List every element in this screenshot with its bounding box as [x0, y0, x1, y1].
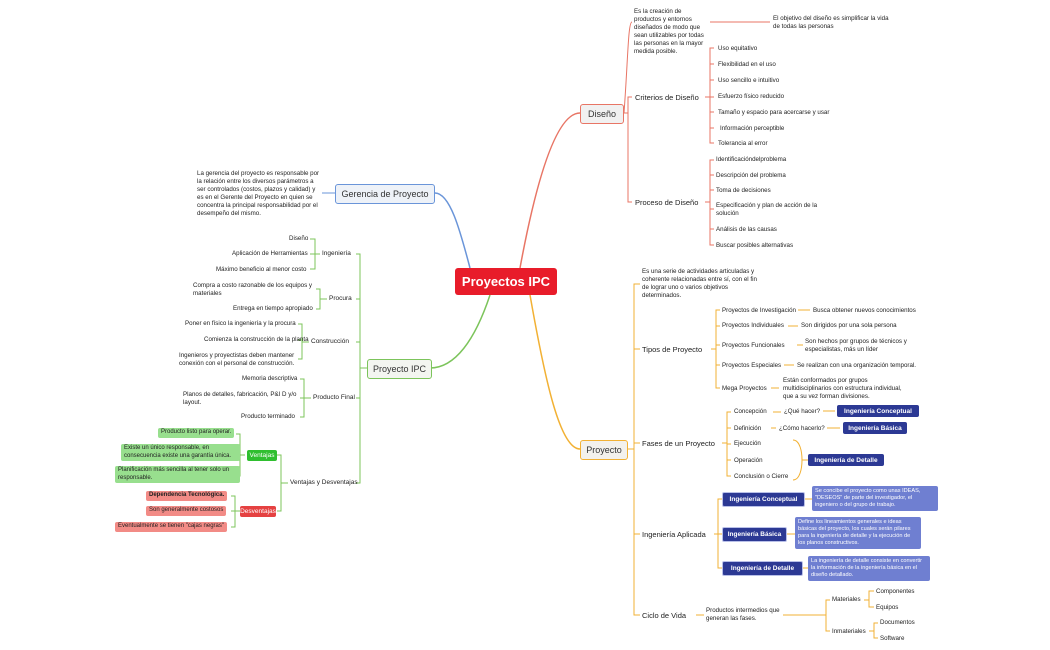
branch-gerencia[interactable]: Gerencia de Proyecto	[335, 184, 435, 204]
gerencia-desc: La gerencia del proyecto es responsable …	[197, 170, 320, 217]
fase-operacion: Operación	[734, 457, 763, 464]
ingenieria-conceptual-tag[interactable]: Ingeniería Conceptual	[837, 405, 919, 417]
tipo-proyecto-desc: Se realizan con una organización tempora…	[797, 362, 917, 369]
criterio-item: Esfuerzo físico reducido	[718, 93, 785, 100]
tipo-proyecto-desc: Busca obtener nuevos conocimientos	[813, 307, 916, 314]
tipo-proyecto-name: Proyectos Individuales	[722, 322, 784, 329]
ventajas-tag[interactable]: Ventajas	[247, 450, 277, 461]
branch-diseno[interactable]: Diseño	[580, 104, 624, 124]
procura-item: Compra a costo razonable de los equipos …	[193, 282, 313, 297]
ipc-ingenieria[interactable]: Ingeniería	[322, 250, 351, 257]
fase-definicion-question: ¿Cómo hacerlo?	[779, 425, 825, 432]
aplicada-conceptual-desc: Se concibe el proyecto como unas IDEAS, …	[812, 486, 938, 511]
ciclo-equipos: Equipos	[876, 604, 899, 611]
criterio-item: Flexibilidad en el uso	[718, 61, 776, 68]
tipo-proyecto-name: Mega Proyectos	[722, 385, 767, 392]
ingenieria-item: Aplicación de Herramientas	[232, 250, 308, 257]
criterio-item: Uso equitativo	[718, 45, 758, 52]
proceso-diseno[interactable]: Proceso de Diseño	[635, 198, 699, 207]
branch-proyecto[interactable]: Proyecto	[580, 440, 628, 460]
proyecto-intro: Es una serie de actividades articuladas …	[642, 268, 757, 299]
criterio-item: Uso sencillo e intuitivo	[718, 77, 780, 84]
fase-ejecucion: Ejecución	[734, 440, 761, 447]
ventaja-item: Planificación más sencilla al tener solo…	[115, 466, 240, 483]
proceso-item: Análisis de las causas	[716, 226, 777, 233]
tipo-proyecto-desc: Son dirigidos por una sola persona	[801, 322, 897, 329]
ciclo-vida[interactable]: Ciclo de Vida	[642, 611, 687, 620]
central-topic[interactable]: Proyectos IPC	[455, 268, 557, 295]
tipo-proyecto-name: Proyectos Funcionales	[722, 342, 785, 349]
ventaja-item: Producto listo para operar.	[158, 428, 235, 438]
ingenieria-item: Máximo beneficio al menor costo	[216, 266, 307, 273]
ciclo-software: Software	[880, 635, 905, 642]
criterio-item: Tamaño y espacio para acercarse y usar	[718, 109, 830, 116]
tipo-proyecto-desc: Están conformados por grupos multidiscip…	[783, 377, 902, 400]
producto-final-item: Producto terminado	[241, 413, 295, 420]
ipc-producto-final[interactable]: Producto Final	[313, 394, 355, 401]
ingenieria-detalle-tag[interactable]: Ingeniería de Detalle	[808, 454, 884, 466]
ingenieria-basica-tag[interactable]: Ingeniería Básica	[843, 422, 907, 434]
desventajas-tag[interactable]: Desventajas	[240, 506, 276, 517]
ciclo-documentos: Documentos	[880, 619, 915, 626]
branch-proyecto-ipc[interactable]: Proyecto IPC	[367, 359, 432, 379]
fase-concepcion-question: ¿Qué hacer?	[784, 408, 821, 415]
tipo-proyecto-desc: Son hechos por grupos de técnicos y espe…	[805, 338, 907, 353]
desventaja-item: Dependencia Tecnológica.	[146, 491, 228, 501]
tipo-proyecto-name: Proyectos de Investigación	[722, 307, 796, 314]
construccion-item: Ingenieros y proyectistas deben mantener…	[179, 352, 295, 367]
construccion-item: Comienza la construcción de la planta	[204, 336, 309, 343]
desventaja-item: Eventualmente se tienen "cajas negras"	[115, 522, 227, 532]
proceso-item: Toma de decisiones	[716, 187, 771, 194]
criterios-diseno[interactable]: Criterios de Diseño	[635, 93, 699, 102]
proceso-item: Especificación y plan de acción de la so…	[716, 202, 818, 217]
criterio-item: Información perceptible	[720, 125, 785, 132]
desventaja-item: Son generalmente costosos	[146, 506, 227, 516]
tipos-proyecto[interactable]: Tipos de Proyecto	[642, 345, 703, 354]
fases-proyecto[interactable]: Fases de un Proyecto	[642, 439, 715, 448]
criterio-item: Tolerancia al error	[718, 140, 768, 147]
aplicada-detalle-tag[interactable]: Ingeniería de Detalle	[722, 561, 803, 576]
ipc-procura[interactable]: Procura	[329, 295, 352, 302]
diseno-intro: Es la creación de productos y entornos d…	[634, 8, 704, 55]
aplicada-basica-tag[interactable]: Ingeniería Básica	[722, 527, 787, 542]
aplicada-detalle-desc: La ingeniería de detalle consiste en con…	[808, 556, 930, 581]
procura-item: Entrega en tiempo apropiado	[233, 305, 313, 312]
tipo-proyecto-name: Proyectos Especiales	[722, 362, 782, 369]
ciclo-inmateriales: Inmateriales	[832, 628, 866, 635]
ipc-ventajas-desventajas[interactable]: Ventajas y Desventajas	[290, 479, 358, 486]
producto-final-item: Memoria descriptiva	[242, 375, 298, 382]
aplicada-conceptual-tag[interactable]: Ingeniería Conceptual	[722, 492, 805, 507]
ingenieria-aplicada[interactable]: Ingeniería Aplicada	[642, 530, 706, 539]
producto-final-item: Planos de detalles, fabricación, P&I D y…	[183, 391, 297, 406]
proceso-item: Buscar posibles alternativas	[716, 242, 794, 249]
proceso-item: Descripción del problema	[716, 172, 786, 179]
ipc-construccion[interactable]: Construcción	[311, 338, 349, 345]
fase-conclusion: Conclusión o Cierre	[734, 473, 789, 480]
ciclo-componentes: Componentes	[876, 588, 915, 595]
fase-definicion: Definición	[734, 425, 762, 432]
ciclo-materiales: Materiales	[832, 596, 861, 603]
ciclo-desc: Productos intermedios que generan las fa…	[706, 607, 780, 622]
aplicada-basica-desc: Define los lineamientos generales e idea…	[795, 517, 921, 549]
construccion-item: Poner en físico la ingeniería y la procu…	[185, 320, 296, 327]
fase-concepcion: Concepción	[734, 408, 767, 415]
diseno-intro-note: El objetivo del diseño es simplificar la…	[773, 15, 889, 30]
ingenieria-item: Diseño	[289, 235, 309, 242]
ventaja-item: Existe un único responsable, en consecue…	[121, 444, 240, 461]
proceso-item: Identificacióndelproblema	[716, 156, 787, 163]
